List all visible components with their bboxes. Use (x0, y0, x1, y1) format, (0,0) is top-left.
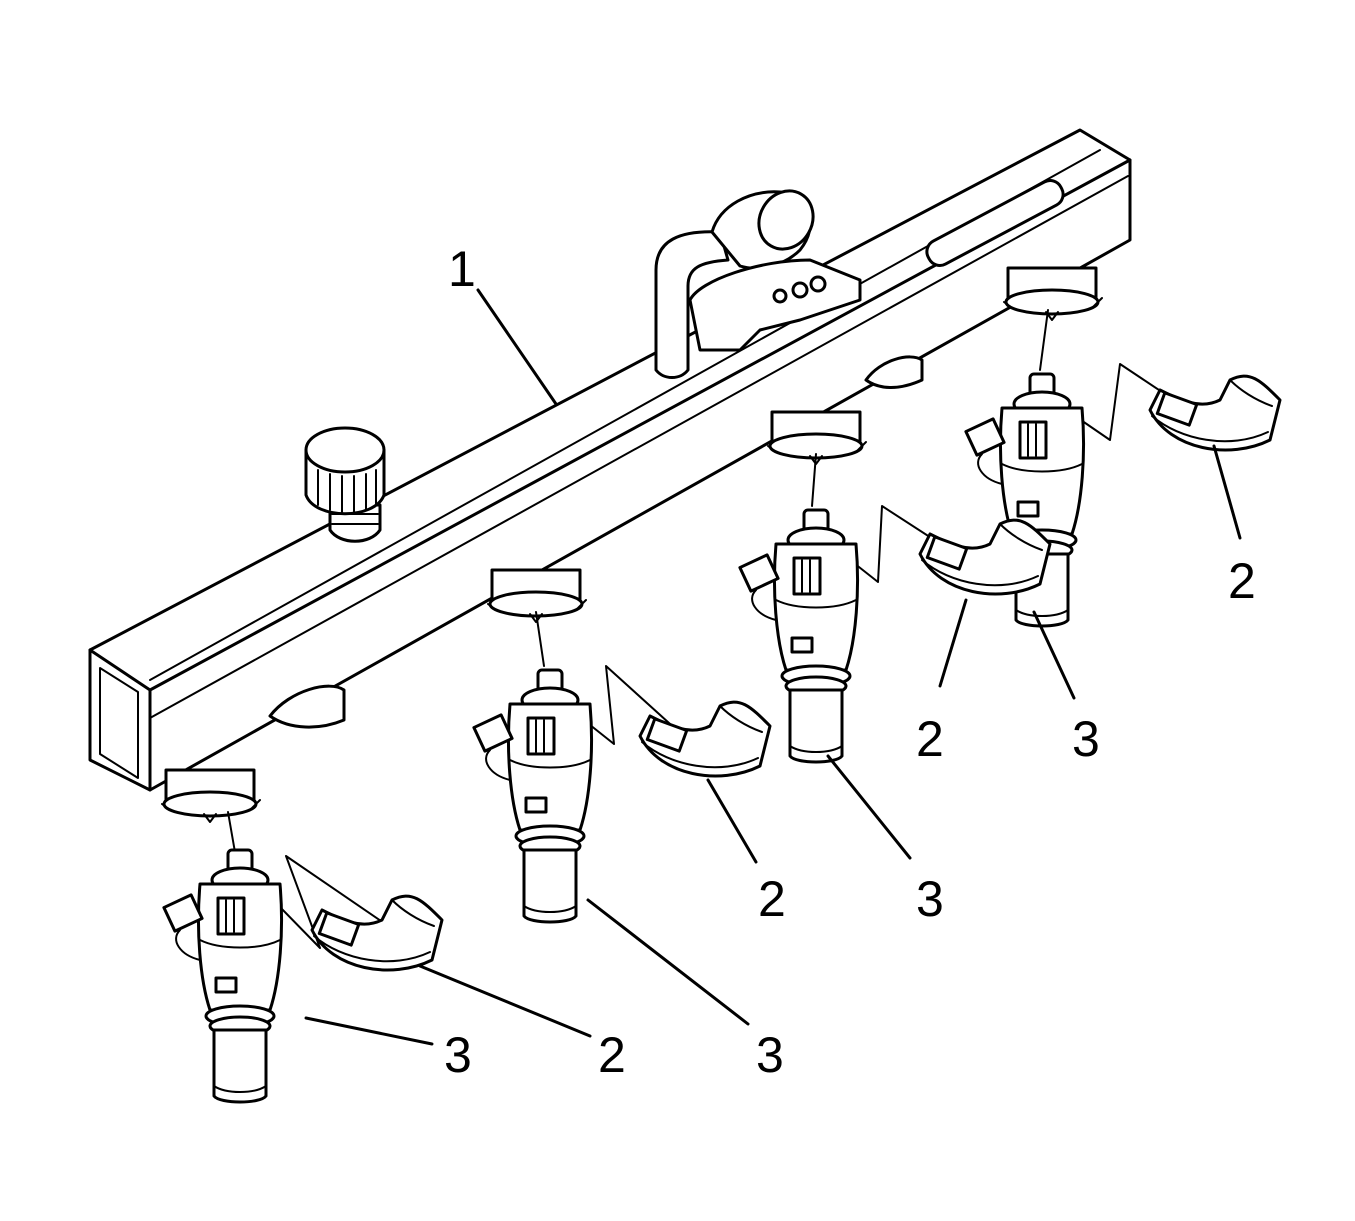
retaining-clip (1148, 374, 1282, 452)
fuel-rail (88, 128, 1132, 792)
callout-injector: 3 (756, 1027, 784, 1083)
callout-rail: 1 (448, 241, 476, 297)
leader-lines (304, 288, 1242, 1046)
callout-injector: 3 (444, 1027, 472, 1083)
fuel-injector (472, 668, 594, 924)
callout-clip: 2 (598, 1027, 626, 1083)
callout-injector: 3 (1072, 711, 1100, 767)
rail-cup (766, 410, 868, 466)
callout-labels: 1 2 2 3 2 3 3 2 3 (444, 241, 1256, 1083)
callout-clip: 2 (916, 711, 944, 767)
rail-cup (160, 768, 262, 824)
callout-injector: 3 (916, 871, 944, 927)
test-port (304, 426, 386, 543)
fuel-inlet (654, 189, 862, 379)
callout-clip: 2 (758, 871, 786, 927)
retaining-clip (310, 894, 444, 972)
retaining-clip (918, 518, 1052, 596)
rail-cup (1002, 266, 1104, 322)
callout-clip: 2 (1228, 553, 1256, 609)
fuel-injector (162, 848, 284, 1104)
